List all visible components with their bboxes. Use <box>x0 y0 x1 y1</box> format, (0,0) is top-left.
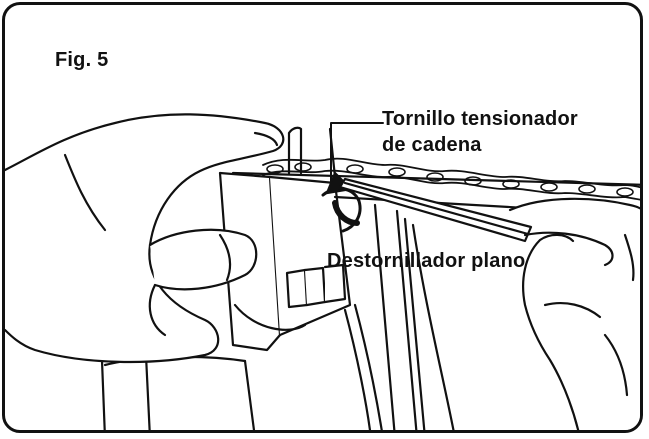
figure-number: Fig. 5 <box>55 49 109 71</box>
screwdriver-label: Destornillador plano <box>327 250 526 272</box>
saw-chain <box>262 157 640 201</box>
screw-label-line1: Tornillo tensionador <box>382 108 578 130</box>
screw-label-line2: de cadena <box>382 134 482 156</box>
saw-body <box>99 126 352 430</box>
screw-leader-line <box>330 122 384 191</box>
flat-screwdriver <box>338 177 533 243</box>
illustration <box>5 113 640 430</box>
right-hand <box>508 197 640 430</box>
chain-tension-screw-label: Tornillo tensionador de cadena <box>382 106 578 158</box>
left-hand <box>5 113 285 364</box>
figure-frame: Fig. 5 Tornillo tensionador de cadena De… <box>2 2 643 433</box>
